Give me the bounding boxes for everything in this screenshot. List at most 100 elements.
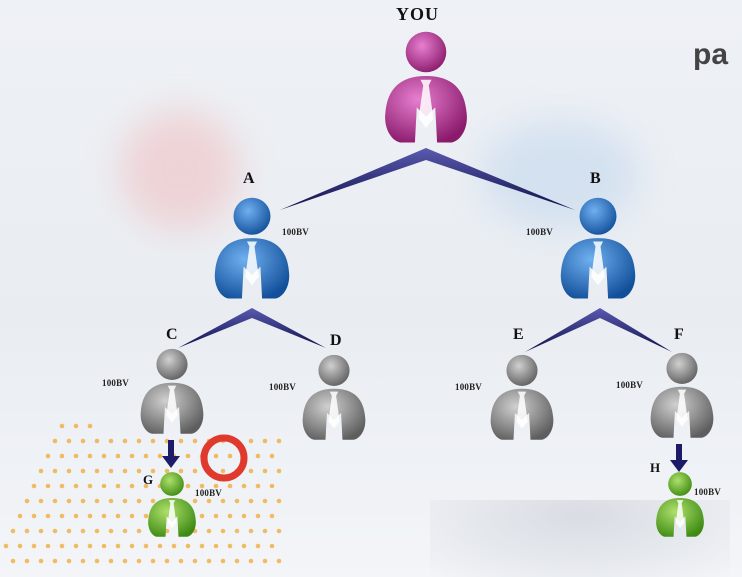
dot [73,543,79,549]
dot [122,468,128,474]
dot [227,453,233,459]
dot [94,558,100,564]
node-e-label: E [513,326,524,343]
dot [108,468,114,474]
dot [178,468,184,474]
dot [157,543,163,549]
dot [38,468,44,474]
dot [38,528,44,534]
dot [10,528,16,534]
dot [101,483,107,489]
dot [87,513,93,519]
dot [143,483,149,489]
dot [87,483,93,489]
dot [59,483,65,489]
dot [276,558,282,564]
dot [262,498,268,504]
dot [136,498,142,504]
dot [276,468,282,474]
highlight-ring [200,434,248,482]
dot [150,498,156,504]
dot [262,528,268,534]
dot [129,483,135,489]
dot [38,498,44,504]
dot [241,513,247,519]
dot [157,453,163,459]
node-e-bv: 100BV [455,382,483,392]
dot [206,498,212,504]
dot [136,558,142,564]
dot [192,558,198,564]
dot [24,558,30,564]
dot [143,513,149,519]
dot [52,498,58,504]
dot [220,468,226,474]
dot [101,513,107,519]
dot [38,558,44,564]
dot [150,558,156,564]
dot [66,558,72,564]
dot [108,528,114,534]
dot [52,438,58,444]
dot [80,468,86,474]
dot [59,543,65,549]
node-h-label: H [650,460,661,475]
dot [3,543,9,549]
dot [248,468,254,474]
dot [108,498,114,504]
dot [276,438,282,444]
node-c-bv: 100BV [102,378,130,388]
node-a-label: A [243,170,255,187]
dot [80,438,86,444]
dot [234,528,240,534]
dot [220,498,226,504]
arrow-c-g [162,440,180,468]
dot [241,543,247,549]
dot [129,453,135,459]
dot [192,438,198,444]
connector-b-e [525,308,600,352]
dot [171,543,177,549]
dot [143,543,149,549]
dot [122,558,128,564]
dot [129,513,135,519]
dot [94,528,100,534]
node-g-bv: 100BV [195,488,223,498]
dot [199,543,205,549]
dot [80,528,86,534]
dot [73,483,79,489]
dot [24,498,30,504]
dot [143,453,149,459]
dot [241,483,247,489]
dot [136,468,142,474]
dot [248,528,254,534]
dot [94,498,100,504]
root-label: YOU [396,4,439,24]
dot [269,483,275,489]
dot [45,513,51,519]
dot [206,528,212,534]
person-b-icon [560,197,636,299]
dot [199,483,205,489]
background-blur [120,110,240,230]
dot [66,528,72,534]
dot [178,558,184,564]
node-f-bv: 100BV [616,380,644,390]
person-f-icon [650,352,714,438]
dot [10,558,16,564]
dot [87,453,93,459]
dot [178,438,184,444]
connector-a-d [252,308,326,348]
dot [17,543,23,549]
dot [213,453,219,459]
dot [115,543,121,549]
dot [129,543,135,549]
node-a-bv: 100BV [282,227,310,237]
dot [31,513,37,519]
dot [136,438,142,444]
dot [122,528,128,534]
dot [52,558,58,564]
person-d-icon [302,354,366,440]
dot [150,438,156,444]
heading-fragment: pa [693,38,729,71]
